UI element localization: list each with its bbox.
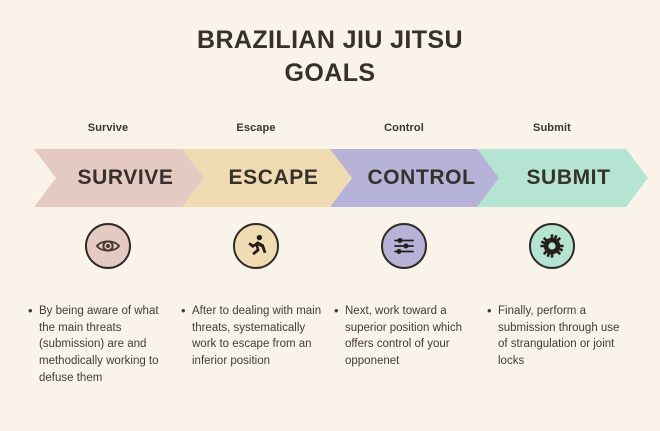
chevron-escape[interactable]: ESCAPE: [182, 149, 353, 207]
chevron-label-escape: ESCAPE: [228, 166, 319, 189]
gear-icon: [529, 223, 575, 269]
icon-cell-escape: [182, 223, 330, 269]
stage-label-control: Control: [384, 122, 424, 134]
stage-label-submit: Submit: [533, 122, 571, 134]
list-item: • After to dealing with main threats, sy…: [181, 303, 324, 370]
chevron-survive[interactable]: SURVIVE: [34, 149, 205, 207]
page-title: BRAZILIAN JIU JITSU GOALS: [0, 24, 660, 89]
stage-label-row: Survive Escape Control Submit: [34, 122, 626, 134]
list-item: • By being aware of what the main threat…: [28, 303, 171, 386]
icon-cell-submit: [478, 223, 626, 269]
icon-cell-control: [330, 223, 478, 269]
bullet-dot-icon: •: [487, 303, 492, 318]
bullet-dot-icon: •: [334, 303, 339, 318]
icon-cell-survive: [34, 223, 182, 269]
description-cell-escape: • After to dealing with main threats, sy…: [181, 303, 334, 370]
chevron-label-submit: SUBMIT: [526, 166, 611, 189]
chevron-submit[interactable]: SUBMIT: [477, 149, 648, 207]
description-escape: After to dealing with main threats, syst…: [192, 305, 322, 368]
list-item: • Next, work toward a superior position …: [334, 303, 477, 370]
stage-icon-row: [34, 223, 626, 269]
chevron-label-control: CONTROL: [367, 166, 476, 189]
description-survive: By being aware of what the main threats …: [39, 305, 159, 384]
description-cell-control: • Next, work toward a superior position …: [334, 303, 487, 370]
stage-description-row: • By being aware of what the main threat…: [28, 303, 640, 386]
page-title-line-2: GOALS: [284, 58, 376, 87]
stage-chevron-band: SURVIVE ESCAPE CONTROL SUBMIT: [0, 149, 660, 207]
chevron-control[interactable]: CONTROL: [330, 149, 501, 207]
description-submit: Finally, perform a submission through us…: [498, 305, 620, 368]
sliders-icon: [381, 223, 427, 269]
list-item: • Finally, perform a submission through …: [487, 303, 630, 370]
bullet-dot-icon: •: [28, 303, 33, 318]
eye-icon: [85, 223, 131, 269]
description-cell-submit: • Finally, perform a submission through …: [487, 303, 640, 370]
page-title-line-1: BRAZILIAN JIU JITSU: [197, 26, 463, 54]
bullet-dot-icon: •: [181, 303, 186, 318]
running-person-icon: [233, 223, 279, 269]
stage-label-survive: Survive: [87, 122, 129, 134]
stage-label-escape: Escape: [236, 122, 276, 134]
description-control: Next, work toward a superior position wh…: [345, 305, 462, 368]
description-cell-survive: • By being aware of what the main threat…: [28, 303, 181, 386]
chevron-label-survive: SURVIVE: [77, 166, 174, 189]
